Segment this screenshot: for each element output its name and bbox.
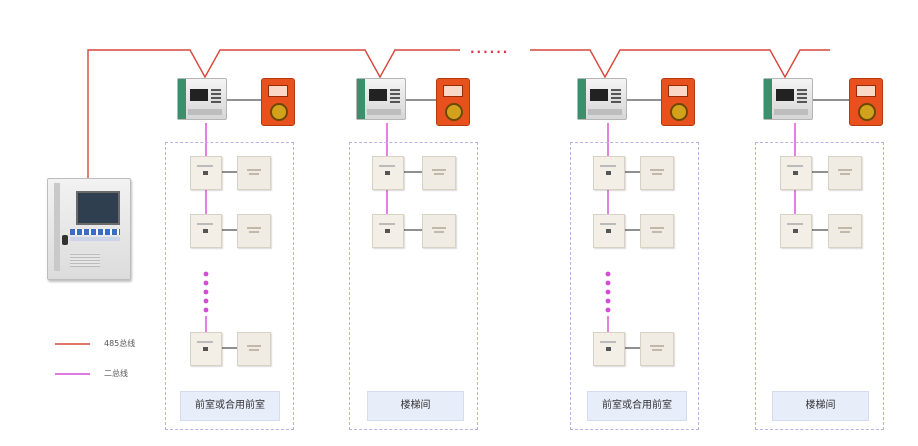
zone-label-3: 前室或合用前室 <box>587 391 687 421</box>
damper-device <box>640 214 674 248</box>
damper-device <box>640 332 674 366</box>
fire-alarm-key-2 <box>436 78 470 126</box>
address-module <box>190 156 222 190</box>
zone-4 <box>755 142 884 430</box>
controller-2 <box>356 78 406 120</box>
controller-4 <box>763 78 813 120</box>
damper-device <box>828 214 862 248</box>
address-module <box>593 214 625 248</box>
controller-1 <box>177 78 227 120</box>
address-module <box>780 156 812 190</box>
bus-continuation-dots: ...... <box>470 42 510 56</box>
key-icon <box>445 103 463 121</box>
panel-screen <box>76 191 120 225</box>
address-module <box>190 332 222 366</box>
zone-2 <box>349 142 478 430</box>
address-module <box>190 214 222 248</box>
legend-two-bus-label: 二总线 <box>104 369 128 378</box>
damper-device <box>237 332 271 366</box>
address-module <box>780 214 812 248</box>
rs485-bus-line <box>87 49 460 178</box>
damper-device <box>640 156 674 190</box>
zone-label-2: 楼梯间 <box>367 391 464 421</box>
key-icon <box>270 103 288 121</box>
legend-rs485-label: 485总线 <box>104 339 136 348</box>
fire-alarm-key-1 <box>261 78 295 126</box>
zone-3 <box>570 142 699 430</box>
damper-device <box>422 214 456 248</box>
main-control-panel <box>47 178 131 280</box>
fire-alarm-key-4 <box>849 78 883 126</box>
address-module <box>372 156 404 190</box>
key-icon <box>670 103 688 121</box>
address-module <box>593 332 625 366</box>
zone-1 <box>165 142 294 430</box>
fire-alarm-key-3 <box>661 78 695 126</box>
damper-device <box>237 156 271 190</box>
controller-3 <box>577 78 627 120</box>
zone-label-4: 楼梯间 <box>772 391 869 421</box>
address-module <box>372 214 404 248</box>
damper-device <box>828 156 862 190</box>
key-icon <box>858 103 876 121</box>
address-module <box>593 156 625 190</box>
zone-label-1: 前室或合用前室 <box>180 391 280 421</box>
damper-device <box>422 156 456 190</box>
lock-icon <box>62 235 68 245</box>
rs485-bus-line-right <box>530 49 830 79</box>
damper-device <box>237 214 271 248</box>
